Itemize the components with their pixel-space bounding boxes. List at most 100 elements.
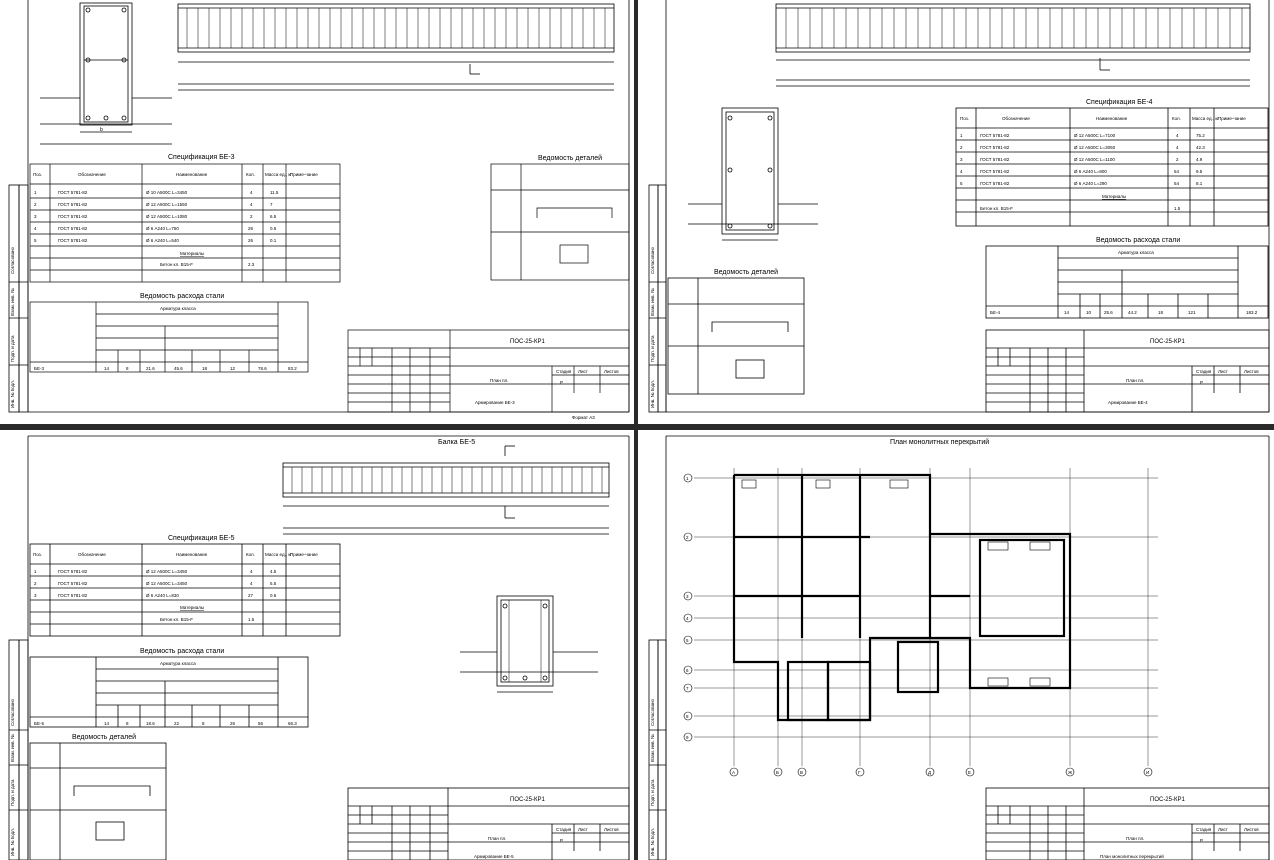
spec-cell: 42.3 (1196, 145, 1205, 150)
spec-cell: ГОСТ 5781-82 (58, 569, 88, 574)
tb-sheet: Лист (1218, 369, 1228, 374)
stamp-sheet: Армирование БЕ-3 (475, 400, 515, 405)
sheet-plan: 1 2 3 4 5 6 7 8 9 А Б В Г Д Е Ж И План м… (638, 430, 1274, 860)
axis-8: 8 (686, 714, 689, 719)
tb-sheet: Лист (1218, 827, 1228, 832)
axis-zh: Ж (1068, 770, 1073, 775)
spec-title-be3: Спецификация БЕ-3 (168, 154, 235, 161)
spec-header-designation: Обозначение (78, 552, 106, 557)
axis-v: В (800, 770, 803, 775)
steel-cell: 14 (104, 366, 110, 371)
axis-6: 6 (686, 668, 689, 673)
tb-stage: Стадия (1196, 827, 1212, 832)
sheet-be3: b Спецификация БЕ-3 Поз. Обозначение Наи… (0, 0, 634, 424)
stamp-name: План пл. (1126, 836, 1144, 841)
side-stamp-2: Взам. инв. № (10, 288, 15, 316)
steel-cell: 8 (126, 366, 129, 371)
steel-cell: 78.6 (258, 366, 267, 371)
spec-cell: ГОСТ 5781-82 (980, 181, 1010, 186)
doc-code: ПОС-25-КР1 (1150, 797, 1185, 803)
sheet-separator-vertical (634, 0, 638, 860)
side-stamp-1: Согласовано (10, 698, 15, 726)
spec-cell: 2 (960, 145, 963, 150)
axis-e: Е (968, 770, 971, 775)
spec-concrete: Бетон кл. В15-F (160, 617, 193, 622)
spec-cell: ГОСТ 5781-82 (58, 593, 88, 598)
stamp-name: План пл. (490, 378, 508, 383)
spec-cell: Ø 6 А240 L=540 (146, 238, 179, 243)
spec-header-mass: Масса ед., кг (265, 172, 292, 177)
spec-header-name: Наименование (1096, 116, 1128, 121)
spec-title-be5: Спецификация БЕ-5 (168, 535, 235, 542)
spec-cell: 0.5 (270, 226, 277, 231)
spec-concrete-val: 2.3 (248, 262, 255, 267)
side-stamp-3: Подп. и дата (10, 779, 15, 806)
spec-cell: 4 (960, 169, 963, 174)
steel-cell: 56 (258, 721, 264, 726)
axis-g: Г (858, 770, 861, 775)
axis-1: 1 (686, 476, 689, 481)
axis-9: 9 (686, 735, 689, 740)
bend-title: Ведомость деталей (714, 268, 778, 276)
side-stamp-3: Подп. и дата (650, 335, 655, 362)
axis-2: 2 (686, 535, 689, 540)
spec-header-name: Наименование (176, 172, 208, 177)
spec-cell: 4 (1176, 133, 1179, 138)
spec-cell: Ø 12 А500С L=7100 (1074, 133, 1116, 138)
side-stamp-4: Инв. № подл. (650, 380, 655, 408)
side-stamp-1: Согласовано (650, 246, 655, 274)
plan-title: План монолитных перекрытий (890, 438, 989, 446)
steel-cell: 183.2 (1246, 310, 1258, 315)
spec-cell: ГОСТ 5781-82 (980, 133, 1010, 138)
sheet-be4: Спецификация БЕ-4 Поз. Обозначение Наиме… (638, 0, 1274, 424)
spec-header-qty: Кол. (1172, 116, 1181, 121)
spec-cell: ГОСТ 5781-82 (58, 581, 88, 586)
spec-cell: ГОСТ 5781-82 (980, 169, 1010, 174)
spec-concrete-val: 1.5 (1174, 206, 1181, 211)
spec-cell: ГОСТ 5781-82 (58, 238, 88, 243)
page-note: Формат А3 (572, 415, 595, 420)
spec-cell: Ø 12 А500С L=3450 (146, 569, 188, 574)
doc-code: ПОС-25-КР1 (1150, 339, 1185, 345)
side-stamp-1: Согласовано (10, 246, 15, 274)
steel-cell: 22 (174, 721, 180, 726)
spec-cell: 54 (1174, 181, 1180, 186)
tb-stage-val: Р (1200, 838, 1203, 843)
axis-d: Д (928, 770, 931, 775)
sheet-be5-drawing: Балка БЕ-5 Спецификация БЕ-5 Поз. Обозна… (8, 435, 630, 860)
steel-cell: 21.6 (146, 366, 155, 371)
tb-stage: Стадия (556, 369, 572, 374)
side-stamp-2: Взам. инв. № (10, 734, 15, 762)
tb-sheets: Листов (1244, 827, 1259, 832)
doc-code: ПОС-25-КР1 (510, 339, 545, 345)
spec-header-pos: Поз. (33, 172, 42, 177)
spec-cell: 0.1 (270, 238, 277, 243)
axis-7: 7 (686, 686, 689, 691)
steel-cell: 12 (230, 366, 236, 371)
tb-sheets: Листов (604, 369, 619, 374)
spec-cell: ГОСТ 5781-82 (58, 214, 88, 219)
spec-header-mass: Масса ед., кг (265, 552, 292, 557)
spec-materials: Материалы (180, 251, 204, 256)
spec-cell: ГОСТ 5781-82 (58, 190, 88, 195)
steel-cell: 45.6 (174, 366, 183, 371)
sheet-be4-drawing: Спецификация БЕ-4 Поз. Обозначение Наиме… (648, 0, 1270, 413)
beam-title-be5: Балка БЕ-5 (438, 439, 475, 446)
steel-cell: 8 (202, 721, 205, 726)
spec-cell: ГОСТ 5781-82 (58, 226, 88, 231)
tb-stage-val: Р (560, 838, 563, 843)
spec-cell: ГОСТ 5781-82 (58, 202, 88, 207)
spec-header-note: Приме-чание (290, 172, 318, 177)
spec-cell: 5 (34, 238, 37, 243)
spec-cell: 2 (34, 581, 37, 586)
axis-5: 5 (686, 638, 689, 643)
spec-header-qty: Кол. (246, 172, 255, 177)
steel-cell: 14 (1064, 310, 1070, 315)
bend-title: Ведомость деталей (72, 733, 136, 741)
spec-cell: 5 (960, 181, 963, 186)
spec-concrete: Бетон кл. В15-F (160, 262, 193, 267)
spec-cell: 3 (34, 214, 37, 219)
sheet-plan-drawing: 1 2 3 4 5 6 7 8 9 А Б В Г Д Е Ж И План м… (648, 435, 1270, 860)
spec-cell: Ø 6 А240 L=290 (1074, 181, 1107, 186)
spec-header-qty: Кол. (246, 552, 255, 557)
